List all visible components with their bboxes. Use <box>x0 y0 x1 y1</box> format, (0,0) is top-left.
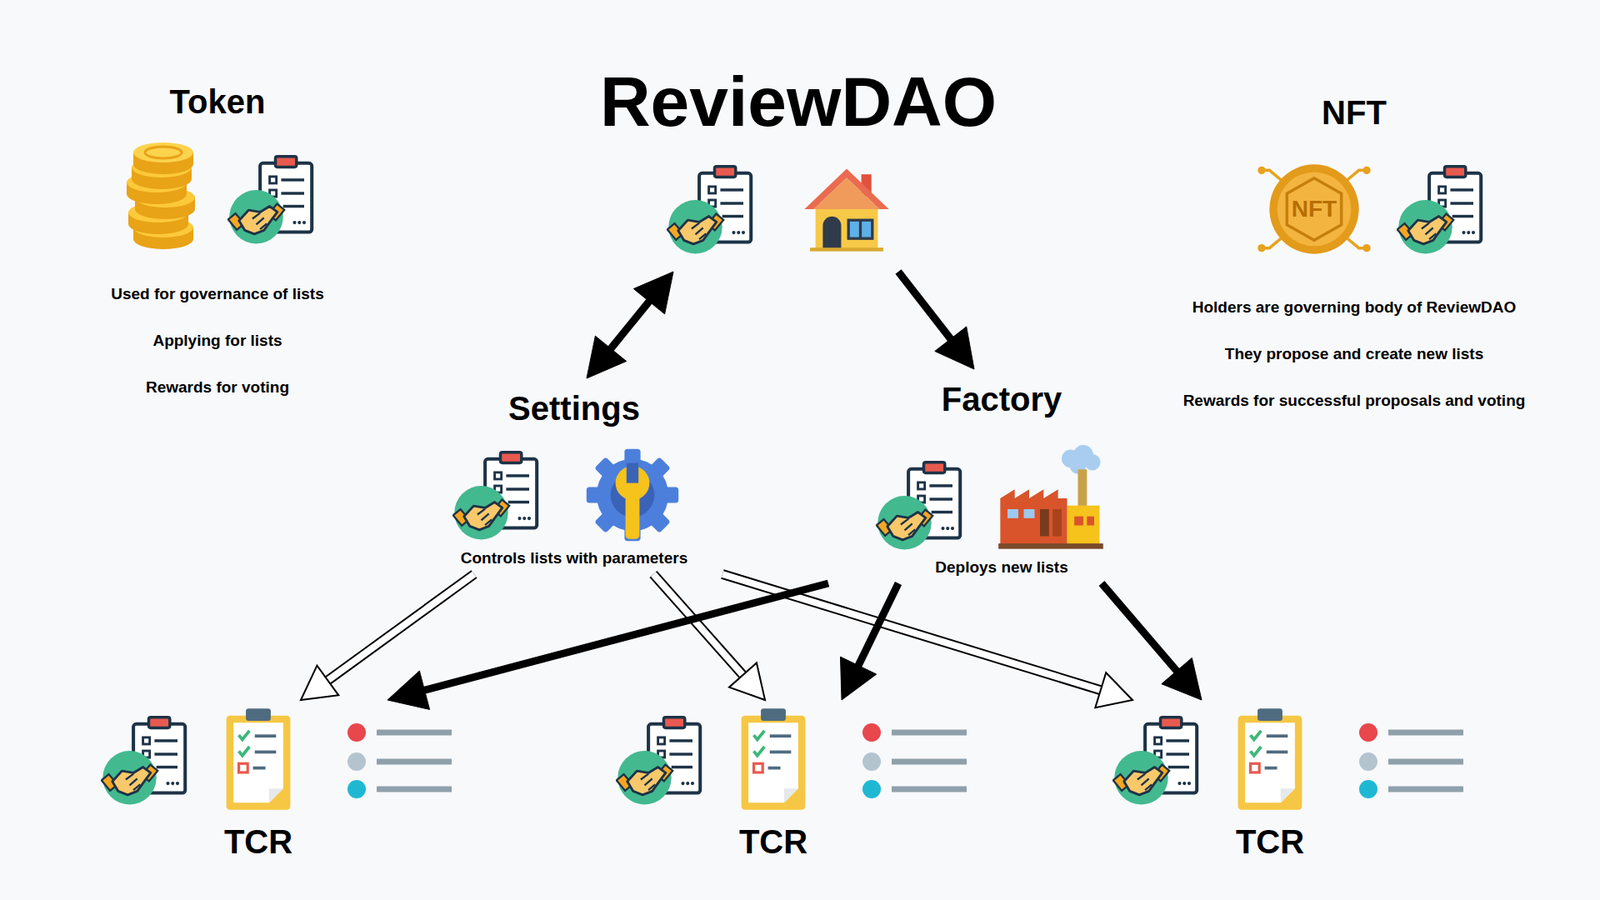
agreement-icon <box>228 156 312 245</box>
deploy-arrow <box>387 583 829 710</box>
arrow-head <box>1161 657 1202 700</box>
deploy-arrow <box>586 271 674 379</box>
arrow-shaft <box>324 574 475 684</box>
node-heading: NFT <box>1145 92 1563 133</box>
node-note: Deploys new lists <box>818 556 1185 579</box>
dao-node: ReviewDAO <box>583 60 1015 272</box>
factory-node: FactoryDeploys new lists <box>810 369 1194 584</box>
tcr-node: TCR <box>1086 700 1454 865</box>
arrow-shaft <box>722 574 1105 692</box>
node-heading: Settings <box>415 388 733 429</box>
node-note: They propose and create new lists <box>1145 343 1563 365</box>
node-note: Rewards for successful proposals and vot… <box>1145 390 1563 412</box>
node-note: Used for governance of lists <box>84 283 351 305</box>
arrow-head <box>729 662 765 700</box>
arrow-shaft <box>324 574 475 684</box>
deploy-arrow <box>840 583 899 700</box>
settings-node: SettingsControls lists with parameters <box>407 378 741 575</box>
node-heading: ReviewDAO <box>591 60 1006 144</box>
factory-icon <box>998 445 1104 550</box>
tcr-icons <box>616 708 967 810</box>
node-heading: Token <box>84 81 351 122</box>
node-heading: TCR <box>598 821 949 862</box>
arrow-head <box>1095 672 1133 708</box>
coin-mark: NFT <box>1291 195 1337 223</box>
nft-panel: NFT Holders are governing body of ReviewD… <box>1137 92 1571 415</box>
tcr-icons <box>101 708 452 810</box>
agreement-icon <box>667 166 751 255</box>
arrow-shaft <box>1101 583 1181 675</box>
tcr-node: TCR <box>75 700 442 865</box>
coins-icon <box>126 142 195 250</box>
deploy-arrow <box>1101 583 1202 700</box>
tcr-node: TCR <box>590 700 957 865</box>
gear-icon <box>586 449 679 541</box>
agreement-icon <box>1397 166 1481 255</box>
node-heading: TCR <box>1095 821 1445 862</box>
house-icon <box>804 169 889 252</box>
arrow-head <box>586 335 627 379</box>
arrow-shaft <box>722 574 1105 692</box>
node-heading: TCR <box>83 821 434 862</box>
arrow-head <box>935 326 975 370</box>
node-note: Holders are governing body of ReviewDAO <box>1145 296 1563 319</box>
arrow-head <box>387 670 430 710</box>
arrow-head <box>300 665 339 700</box>
node-note: Rewards for voting <box>84 376 351 399</box>
node-heading: Factory <box>818 379 1185 420</box>
agreement-icon <box>876 462 960 550</box>
node-note: Controls lists with parameters <box>415 547 733 570</box>
nft-coin-icon <box>1257 164 1370 254</box>
tcr-icons <box>1113 708 1464 810</box>
arrow-head <box>840 656 877 700</box>
agreement-icon <box>453 452 537 540</box>
arrow-shaft <box>855 583 899 671</box>
node-note: Applying for lists <box>84 330 351 352</box>
arrow-head <box>633 271 674 315</box>
arrow-shaft <box>419 583 829 692</box>
arrow-shaft <box>898 271 955 344</box>
arrow-shaft <box>607 296 654 353</box>
deploy-arrow <box>898 271 975 370</box>
parameter-arrow <box>653 574 765 700</box>
token-panel: TokenUsed for governance of listsApplyin… <box>75 81 360 402</box>
